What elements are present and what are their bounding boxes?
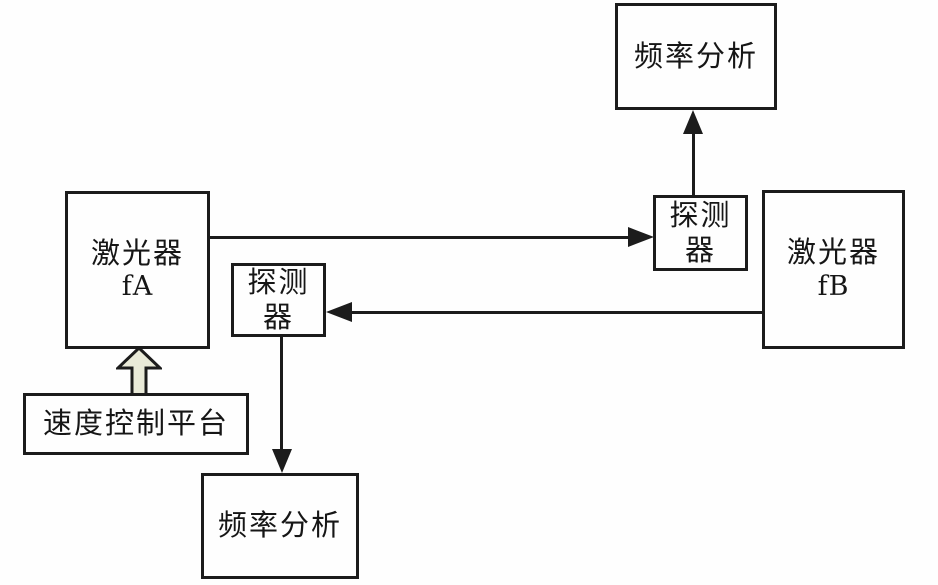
block-label-line1: 激光器 xyxy=(786,235,880,270)
block-label: 频率分析 xyxy=(633,38,758,73)
block-label-line2: fA xyxy=(121,271,154,303)
block-detector-top: 探测 器 xyxy=(653,195,748,271)
arrowhead-left-icon xyxy=(326,302,352,322)
block-laser-fb: 激光器 fB xyxy=(762,190,905,349)
connector-laser-fa-to-detector-top xyxy=(208,236,630,239)
block-label-line1: 激光器 xyxy=(90,235,184,270)
block-arrow-up-icon xyxy=(116,346,162,396)
block-speed-control-platform: 速度控制平台 xyxy=(23,393,249,455)
connector-detector-mid-to-freq-bottom xyxy=(280,335,283,450)
block-label: 速度控制平台 xyxy=(42,406,229,441)
block-label-line2: 器 xyxy=(262,300,294,334)
connector-detector-top-to-freq-top xyxy=(692,132,695,196)
arrowhead-right-icon xyxy=(628,227,654,247)
block-frequency-analysis-top: 频率分析 xyxy=(615,3,777,110)
connector-laser-fb-to-detector-mid xyxy=(349,311,763,314)
block-label: 频率分析 xyxy=(217,508,342,543)
block-label-line1: 探测 xyxy=(247,264,310,299)
block-label-line1: 探测 xyxy=(669,197,732,232)
arrowhead-up-icon xyxy=(683,110,703,134)
block-label-line2: 器 xyxy=(684,233,716,267)
block-laser-fa: 激光器 fA xyxy=(65,191,210,349)
block-detector-mid: 探测 器 xyxy=(231,263,326,337)
arrowhead-down-icon xyxy=(272,449,292,473)
block-frequency-analysis-bottom: 频率分析 xyxy=(201,473,359,579)
block-label-line2: fB xyxy=(817,270,850,302)
